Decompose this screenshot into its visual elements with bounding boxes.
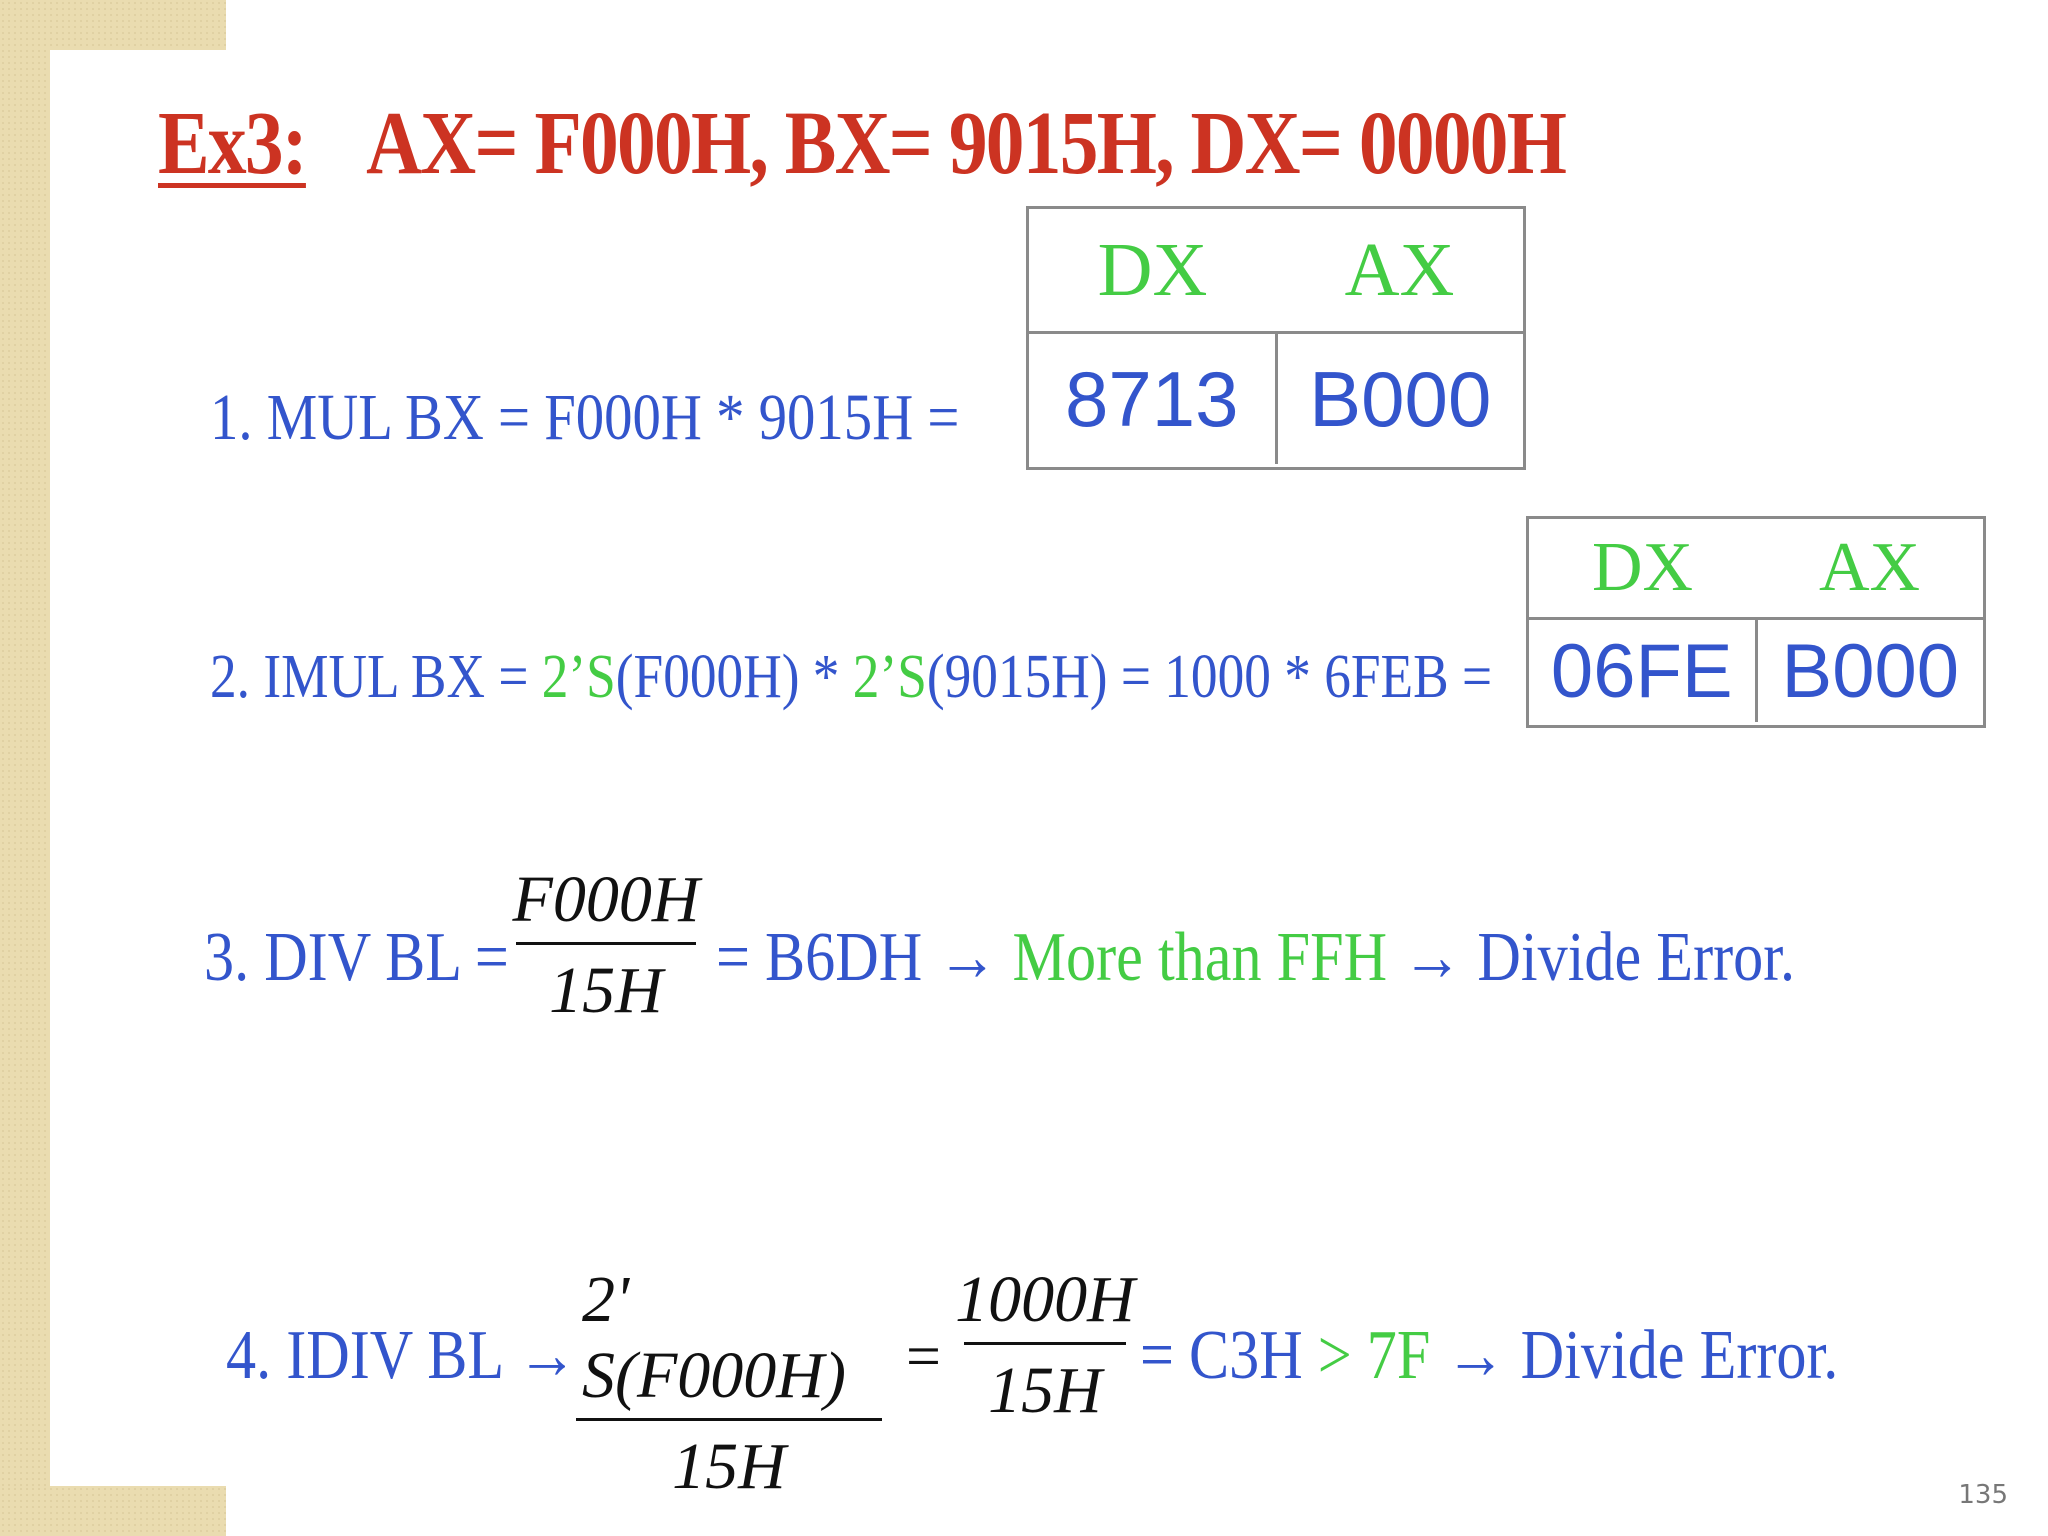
idiv-fraction-1: 2' S(F000H) 15H [576, 1262, 882, 1505]
imul-table-header: DX AX [1529, 519, 1983, 620]
mul-table-values: 8713 B000 [1029, 334, 1523, 464]
slide-title: Ex3: AX= F000H, BX= 9015H, DX= 0000H [158, 92, 1567, 195]
imul-ax-value: B000 [1754, 620, 1984, 722]
div-denominator: 15H [549, 954, 663, 1027]
idiv-denominator-1: 15H [672, 1430, 786, 1503]
imul-header-dx: DX [1591, 529, 1694, 606]
idiv-prefix: 4. IDIV BL → [226, 1317, 578, 1394]
div-fraction: F000H 15H [513, 862, 700, 1029]
mul-result-table: DX AX 8713 B000 [1026, 206, 1526, 470]
mul-header-dx: DX [1097, 227, 1208, 312]
mul-dx-value: 8713 [1064, 354, 1239, 443]
idiv-numerator-2: 1000H [955, 1263, 1135, 1336]
idiv-numerator-1: 2' S(F000H) [582, 1263, 846, 1412]
border-bottom [0, 1486, 226, 1536]
div-numerator: F000H [512, 863, 700, 936]
imul-header-ax: AX [1818, 529, 1921, 606]
mul-header-ax: AX [1344, 227, 1455, 312]
border-left [0, 0, 50, 1536]
imul-expression: 2. IMUL BX = 2’S(F000H) * 2’S(9015H) = 1… [210, 643, 1493, 711]
imul-result-table: DX AX 06FE B000 [1526, 516, 1986, 728]
mul-table-header: DX AX [1029, 209, 1523, 334]
imul-dx-value: 06FE [1550, 628, 1733, 714]
div-prefix: 3. DIV BL = [204, 919, 509, 996]
div-result: = B6DH → More than FFH → Divide Error. [716, 919, 1796, 996]
idiv-result: = C3H > 7F → Divide Error. [1140, 1317, 1839, 1394]
title-example: Ex3: [158, 94, 308, 193]
idiv-fraction-2: 1000H 15H [955, 1262, 1135, 1429]
idiv-denominator-2: 15H [988, 1354, 1102, 1427]
imul-table-values: 06FE B000 [1529, 620, 1983, 722]
mul-expression: 1. MUL BX = F000H * 9015H = [210, 381, 960, 454]
title-registers: AX= F000H, BX= 9015H, DX= 0000H [366, 94, 1567, 193]
page-number: 135 [1958, 1480, 2008, 1510]
idiv-equals: = [906, 1323, 941, 1391]
mul-ax-value: B000 [1274, 334, 1524, 464]
